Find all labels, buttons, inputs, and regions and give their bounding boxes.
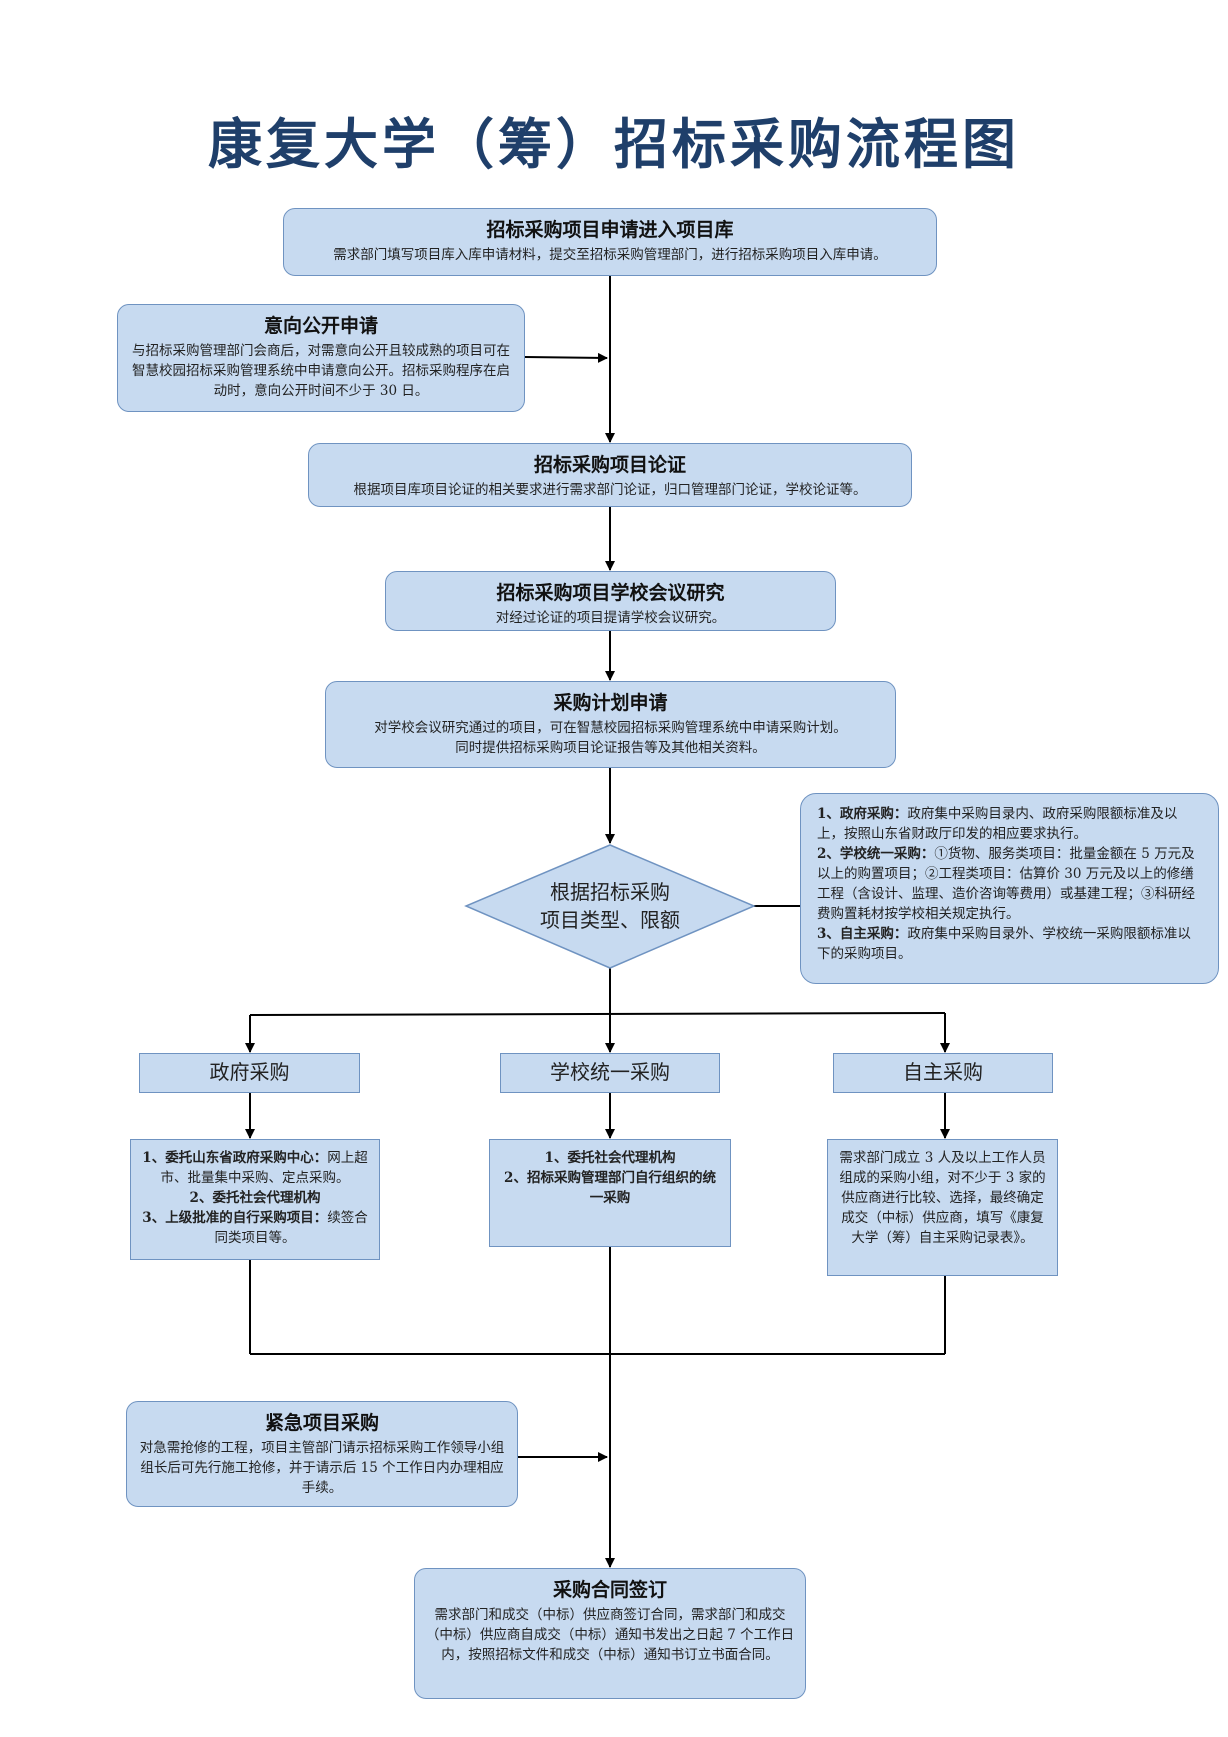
contract-description: 需求部门和成交（中标）供应商签订合同，需求部门和成交（中标）供应商自成交（中标）… [425,1607,795,1663]
emergency-title: 紧急项目采购 [264,1412,379,1434]
self-procurement-detail: 需求部门成立 3 人及以上工作人员组成的采购小组，对不少于 3 家的供应商进行比… [827,1139,1058,1276]
procurement-type-note: 1、政府采购：政府集中采购目录内、政府采购限额标准及以上，按照山东省财政厅印发的… [800,793,1219,984]
step-description-line2: 同时提供招标采购项目论证报告等及其他相关资料。 [455,740,766,756]
gov-detail-line2: 2、委托社会代理机构 [189,1190,321,1206]
step-project-library-application: 招标采购项目申请进入项目库 需求部门填写项目库入库申请材料，提交至招标采购管理部… [283,208,937,276]
school-procurement-detail: 1、委托社会代理机构 2、招标采购管理部门自行组织的统一采购 [489,1139,731,1247]
step-description: 对经过论证的项目提请学校会议研究。 [495,610,726,626]
decision-label: 根据招标采购 项目类型、限额 [480,878,740,934]
note-item-school: 2、学校统一采购：①货物、服务类项目：批量金额在 5 万元及以上的购置项目；②工… [817,846,1195,922]
category-self: 自主采购 [833,1053,1053,1093]
category-school: 学校统一采购 [500,1053,720,1093]
decision-line1: 根据招标采购 [550,880,670,904]
step-project-demonstration: 招标采购项目论证 根据项目库项目论证的相关要求进行需求部门论证，归口管理部门论证… [308,443,912,507]
step-description: 需求部门填写项目库入库申请材料，提交至招标采购管理部门，进行招标采购项目入库申请… [333,247,887,263]
decision-line2: 项目类型、限额 [540,908,680,932]
arrow-intent-spine [524,352,608,363]
step-description-line1: 对学校会议研究通过的项目，可在智慧校园招标采购管理系统中申请采购计划。 [374,720,847,736]
contract-signing-box: 采购合同签订 需求部门和成交（中标）供应商签订合同，需求部门和成交（中标）供应商… [414,1568,806,1699]
note-item-gov: 1、政府采购：政府集中采购目录内、政府采购限额标准及以上，按照山东省财政厅印发的… [817,806,1178,842]
emergency-description: 对急需抢修的工程，项目主管部门请示招标采购工作领导小组组长后可先行施工抢修，并于… [139,1440,505,1496]
note-item-self: 3、自主采购：政府集中采购目录外、学校统一采购限额标准以下的采购项目。 [817,926,1191,962]
step-school-meeting: 招标采购项目学校会议研究 对经过论证的项目提请学校会议研究。 [385,571,836,631]
step-title: 招标采购项目论证 [533,454,686,476]
intent-description: 与招标采购管理部门会商后，对需意向公开且较成熟的项目可在智慧校园招标采购管理系统… [132,343,510,399]
intent-title: 意向公开申请 [263,315,378,337]
page-title: 康复大学（筹）招标采购流程图 [208,113,1020,176]
gov-detail-line3: 3、上级批准的自行采购项目：续签合同类项目等。 [142,1210,368,1246]
step-title: 招标采购项目学校会议研究 [496,582,725,604]
step-title: 采购计划申请 [553,692,668,714]
step-title: 招标采购项目申请进入项目库 [486,219,734,241]
contract-title: 采购合同签订 [552,1579,667,1601]
gov-detail-line1: 1、委托山东省政府采购中心：网上超市、批量集中采购、定点采购。 [142,1150,368,1186]
decision-diamond [464,844,756,969]
school-detail-line1: 1、委托社会代理机构 [544,1150,676,1166]
line-branch-bar [249,1012,946,1016]
step-description: 根据项目库项目论证的相关要求进行需求部门论证，归口管理部门论证，学校论证等。 [353,482,867,498]
gov-procurement-detail: 1、委托山东省政府采购中心：网上超市、批量集中采购、定点采购。 2、委托社会代理… [130,1139,380,1260]
emergency-procurement-box: 紧急项目采购 对急需抢修的工程，项目主管部门请示招标采购工作领导小组组长后可先行… [126,1401,518,1507]
step-purchase-plan-application: 采购计划申请 对学校会议研究通过的项目，可在智慧校园招标采购管理系统中申请采购计… [325,681,896,768]
school-detail-line2: 2、招标采购管理部门自行组织的统一采购 [504,1170,716,1206]
intent-disclosure-box: 意向公开申请 与招标采购管理部门会商后，对需意向公开且较成熟的项目可在智慧校园招… [117,304,525,412]
self-detail-text: 需求部门成立 3 人及以上工作人员组成的采购小组，对不少于 3 家的供应商进行比… [839,1150,1046,1246]
category-gov: 政府采购 [139,1053,360,1093]
